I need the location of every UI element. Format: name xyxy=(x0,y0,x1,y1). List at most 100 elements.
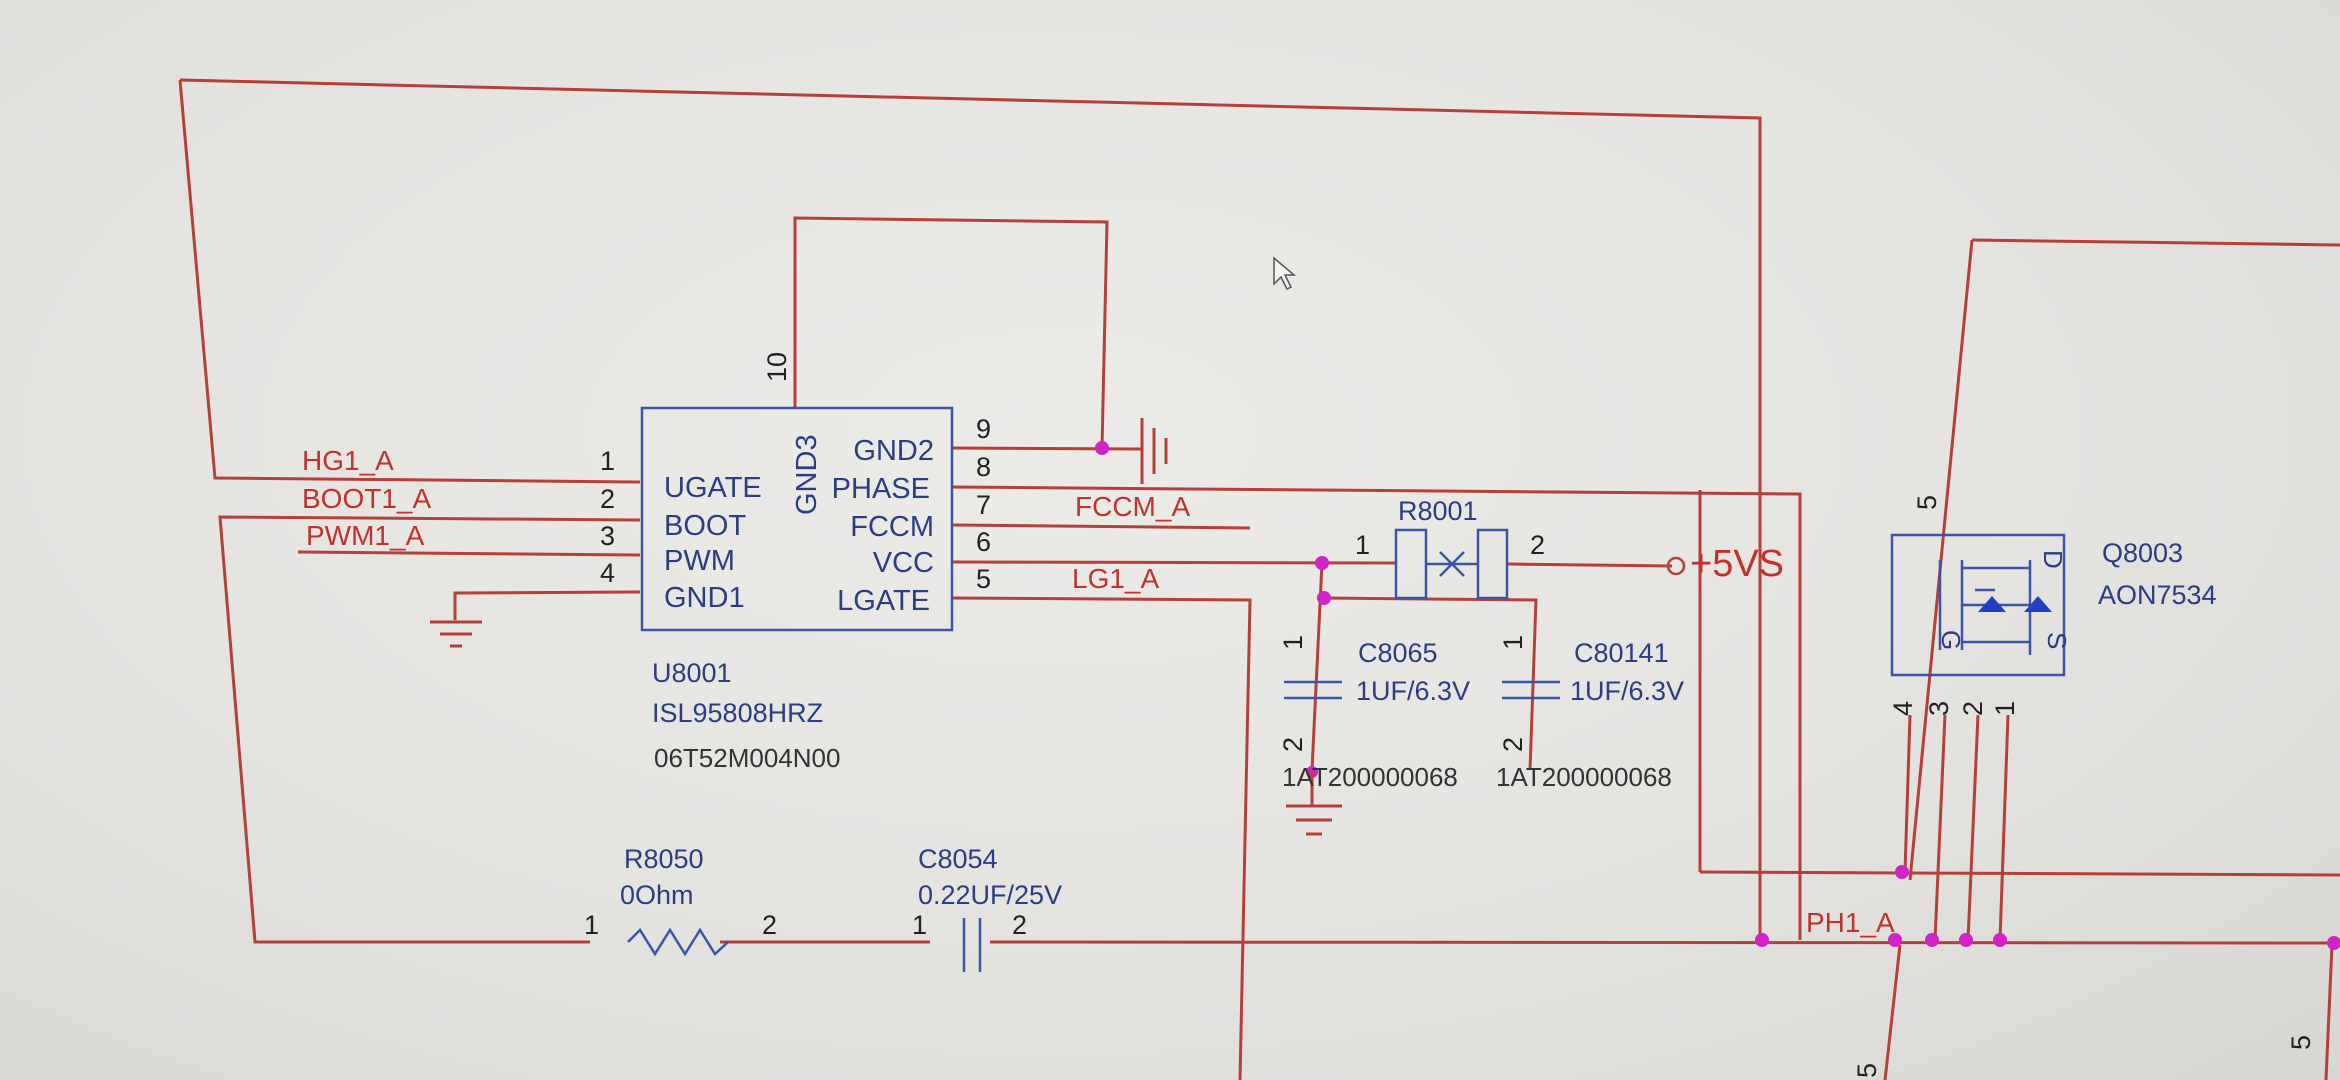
junction-ph1-a xyxy=(1755,933,1769,947)
net-label-5vs: +5VS xyxy=(1690,543,1784,585)
pin-name-pwm: PWM xyxy=(664,545,735,577)
pin-num-4: 4 xyxy=(600,558,615,588)
ic-u8001-ref: U8001 xyxy=(652,658,732,688)
mosfet-q8003-pin4: 4 xyxy=(1888,701,1918,716)
pin-name-gnd3: GND3 xyxy=(791,434,823,515)
junction-ph1-d xyxy=(1959,933,1973,947)
ic-u8001-part: ISL95808HRZ xyxy=(652,698,823,728)
resistor-r8001[interactable]: R8001 1 2 xyxy=(1355,496,1686,600)
wires xyxy=(178,78,2340,1080)
capacitor-c80141-plates xyxy=(1502,680,1560,700)
junction-gnd2 xyxy=(1095,441,1109,455)
mosfet-q8003-pin5: 5 xyxy=(1912,495,1942,510)
capacitor-c8054-plates xyxy=(962,918,982,972)
wire-5vs xyxy=(1506,562,1673,568)
pin-name-gnd2: GND2 xyxy=(853,435,934,467)
resistor-r8050-ref: R8050 xyxy=(624,844,704,874)
junction-cap xyxy=(1317,591,1331,605)
wire-q-top-bus xyxy=(1699,870,2340,877)
pin-name-phase: PHASE xyxy=(832,473,930,505)
offpage-pin5-b: 5 xyxy=(2286,1035,2316,1050)
wire-q-pin2 xyxy=(1966,714,1980,941)
wire-vcc xyxy=(951,560,1397,565)
wire-q-pin3 xyxy=(1933,714,1947,941)
pin-name-lgate: LGATE xyxy=(837,585,930,617)
net-label-pwm1: PWM1_A xyxy=(306,520,425,551)
net-label-lg1: LG1_A xyxy=(1072,563,1159,594)
wire-phase xyxy=(951,485,1802,940)
ic-u8001-code: 06T52M004N00 xyxy=(654,743,840,773)
wire-c80141 xyxy=(1323,596,1538,771)
wire-q-gate-top xyxy=(1971,238,2340,247)
capacitor-c8054-value: 0.22UF/25V xyxy=(918,880,1062,910)
capacitor-c8065[interactable]: 1 2 C8065 1UF/6.3V 1AT200000068 xyxy=(1278,635,1470,792)
capacitor-c8054[interactable]: C8054 0.22UF/25V 1 2 xyxy=(912,844,1062,972)
wire-fccm xyxy=(951,523,1251,530)
pin-name-boot: BOOT xyxy=(664,510,746,542)
capacitor-c80141-pin2: 2 xyxy=(1498,737,1528,752)
pin-num-8: 8 xyxy=(976,452,991,482)
pin-name-fccm: FCCM xyxy=(850,511,934,543)
resistor-r8001-ref: R8001 xyxy=(1398,496,1478,526)
mosfet-q8003-label-d: D xyxy=(2038,550,2068,569)
pin-name-gnd1: GND1 xyxy=(664,582,745,614)
junction-ph1-b xyxy=(1888,933,1902,947)
capacitor-c80141[interactable]: 1 2 C80141 1UF/6.3V 1AT200000068 xyxy=(1496,635,1684,792)
capacitor-c8054-ref: C8054 xyxy=(918,844,998,874)
capacitor-c8065-ref: C8065 xyxy=(1358,638,1438,668)
wire-lg1 xyxy=(951,596,1252,1080)
capacitor-c8065-pin2: 2 xyxy=(1278,737,1308,752)
ground-symbols xyxy=(430,418,1342,836)
capacitor-c80141-pin1: 1 xyxy=(1498,635,1528,650)
offpage-pin5-a: 5 xyxy=(1852,1063,1882,1078)
ground-icon-gnd2 xyxy=(1140,418,1168,484)
pin-num-7: 7 xyxy=(976,490,991,520)
resistor-r8001-body xyxy=(1394,528,1509,600)
capacitor-c8054-pin2: 2 xyxy=(1012,910,1027,940)
wire-down-left xyxy=(1883,944,1902,1080)
ic-u8001-body xyxy=(640,406,954,632)
wire-down-right xyxy=(2324,944,2334,1080)
resistor-r8001-pin2: 2 xyxy=(1530,530,1545,560)
wire-q-pin4 xyxy=(1903,714,1912,873)
mosfet-q8003-part: AON7534 xyxy=(2098,580,2217,610)
capacitor-c8065-value: 1UF/6.3V xyxy=(1356,676,1470,706)
mosfet-q8003-label-s: S xyxy=(2042,632,2072,649)
capacitor-c8054-pin1: 1 xyxy=(912,910,927,940)
wire-hg1 xyxy=(178,79,641,484)
junction-vcc xyxy=(1315,556,1329,570)
resistor-r8001-pin1: 1 xyxy=(1355,530,1370,560)
pin-name-vcc: VCC xyxy=(873,547,934,579)
junctions xyxy=(1095,441,2340,950)
pin-num-5: 5 xyxy=(976,564,991,594)
wire-q-pin1 xyxy=(1998,714,2010,941)
mouse-cursor-icon xyxy=(1273,256,1297,291)
mosfet-q8003-label-g: G xyxy=(1936,630,1966,650)
pin-num-10: 10 xyxy=(762,352,792,382)
net-label-hg1: HG1_A xyxy=(302,445,394,476)
mosfet-q8003[interactable]: G D S Q8003 AON7534 5 4 3 2 1 xyxy=(1888,495,2217,716)
net-label-fccm: FCCM_A xyxy=(1075,491,1190,522)
capacitor-c80141-ref: C80141 xyxy=(1574,638,1669,668)
pin-name-ugate: UGATE xyxy=(664,472,762,504)
diode-icon-right xyxy=(2024,596,2052,612)
net-label-boot1: BOOT1_A xyxy=(302,483,431,514)
junction-ph1-c xyxy=(1925,933,1939,947)
pin-num-2: 2 xyxy=(600,484,615,514)
mosfet-q8003-ref: Q8003 xyxy=(2102,538,2183,568)
mosfet-q8003-pin1: 1 xyxy=(1990,701,2020,716)
ground-icon-caps xyxy=(1286,772,1342,836)
ic-u8001[interactable]: 1 2 3 4 UGATE BOOT PWM GND1 GND2 PHASE F… xyxy=(600,352,991,773)
net-label-ph1: PH1_A xyxy=(1806,907,1895,938)
diode-icon-left xyxy=(1978,596,2006,612)
resistor-r8050-pin1: 1 xyxy=(584,910,599,940)
net-labels: HG1_A BOOT1_A PWM1_A FCCM_A LG1_A PH1_A … xyxy=(302,445,1895,938)
resistor-r8050-pin2: 2 xyxy=(762,910,777,940)
wire-gnd1 xyxy=(453,590,641,620)
wire-gnd3-loop xyxy=(793,216,1109,449)
resistor-r8050-zigzag xyxy=(627,927,729,957)
wire-gnd2 xyxy=(951,446,1143,451)
pin-num-1: 1 xyxy=(600,446,615,476)
resistor-r8050[interactable]: R8050 0Ohm 1 2 xyxy=(584,844,777,957)
